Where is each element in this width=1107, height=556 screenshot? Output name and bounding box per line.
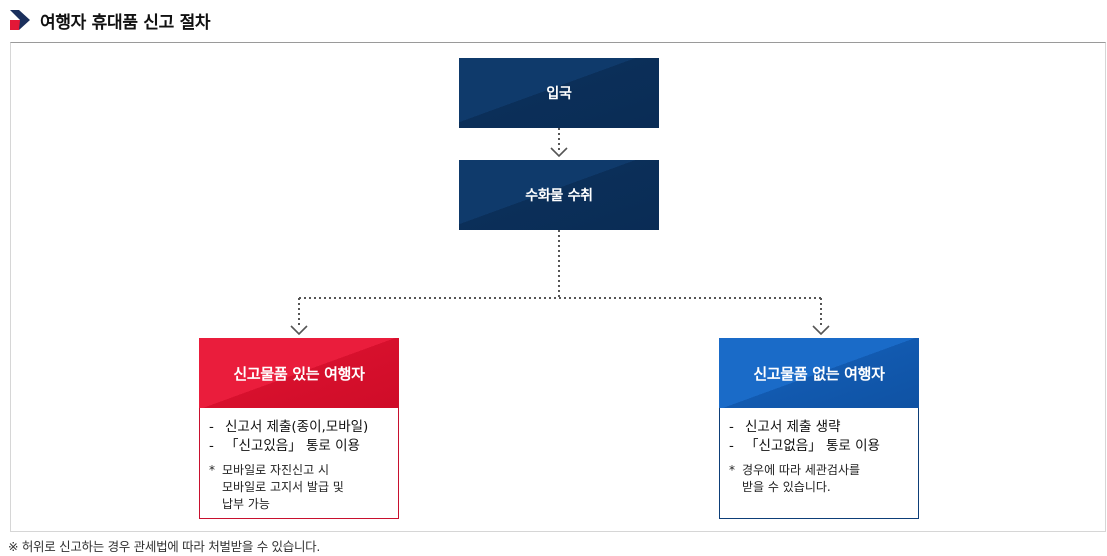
diagram-frame — [10, 42, 1106, 532]
declare-note: * 모바일로 자진신고 시 모바일로 고지서 발급 및 납부 가능 — [209, 463, 344, 511]
footnote: ※ 허위로 신고하는 경우 관세법에 따라 처벌받을 수 있습니다. — [8, 539, 321, 554]
section-title: 여행자 휴대품 신고 절차 — [8, 6, 211, 34]
step-baggage-label: 수화물 수취 — [525, 188, 593, 204]
declare-details: -신고서 제출(종이,모바일) -「신고있음」 통로 이용 * 모바일로 자진신… — [199, 408, 399, 519]
list-item: -「신고있음」 통로 이용 — [209, 438, 360, 454]
no-declare-details: -신고서 제출 생략 -「신고없음」 통로 이용 * 경우에 따라 세관검사를 … — [719, 408, 919, 519]
no-declare-heading: 신고물품 없는 여행자 — [753, 364, 885, 383]
list-item: -신고서 제출 생략 — [729, 419, 841, 435]
list-item: -「신고없음」 통로 이용 — [729, 438, 880, 454]
chevron-down-icon — [290, 325, 308, 336]
step-baggage-box: 수화물 수취 — [459, 160, 659, 230]
list-item: -신고서 제출(종이,모바일) — [209, 419, 369, 435]
chevron-right-icon — [10, 10, 30, 30]
chevron-down-icon — [812, 325, 830, 336]
declare-header: 신고물품 있는 여행자 — [199, 338, 399, 408]
no-declare-header: 신고물품 없는 여행자 — [719, 338, 919, 408]
no-declare-note: * 경우에 따라 세관검사를 받을 수 있습니다. — [729, 463, 861, 494]
page-title: 여행자 휴대품 신고 절차 — [40, 12, 211, 33]
step-entry-box: 입국 — [459, 58, 659, 128]
step-entry-label: 입국 — [546, 86, 572, 102]
declare-heading: 신고물품 있는 여행자 — [233, 364, 365, 383]
chevron-down-icon — [550, 147, 568, 158]
